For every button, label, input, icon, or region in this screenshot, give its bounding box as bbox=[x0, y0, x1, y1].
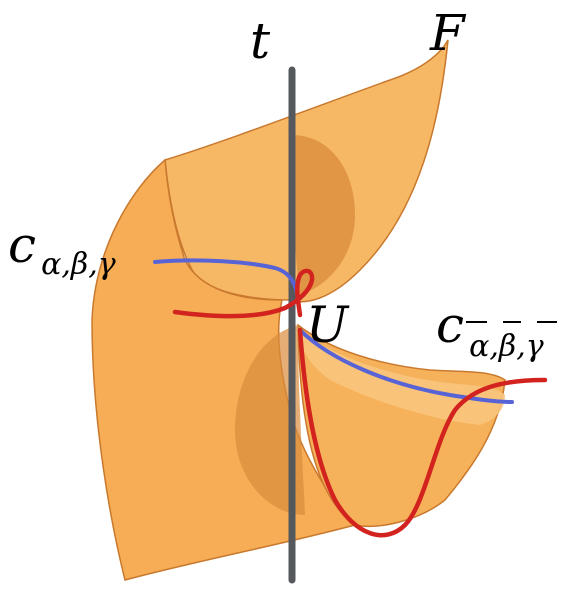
curve-blue-right bbox=[298, 328, 514, 404]
label-curve-left-subscript: α,β,γ bbox=[41, 247, 116, 282]
label-curve-right: c α,β,γ bbox=[436, 296, 544, 364]
surface-F-lower-flap bbox=[298, 330, 505, 425]
surface-F-lower-cone bbox=[235, 325, 305, 515]
label-curve-left: c α,β,γ bbox=[8, 216, 116, 282]
label-curve-left-main: c bbox=[8, 216, 36, 274]
label-curve-right-main: c bbox=[436, 296, 464, 354]
surface-F-upper-cone bbox=[292, 135, 355, 295]
label-point-U: U bbox=[306, 296, 350, 354]
label-axis-t: t bbox=[250, 12, 271, 70]
curve-red-right bbox=[297, 327, 548, 538]
curve-blue-left bbox=[153, 258, 300, 302]
label-surface-F: F bbox=[429, 4, 467, 62]
label-curve-right-subscript: α,β,γ bbox=[469, 329, 544, 364]
curve-red-left bbox=[172, 268, 315, 319]
